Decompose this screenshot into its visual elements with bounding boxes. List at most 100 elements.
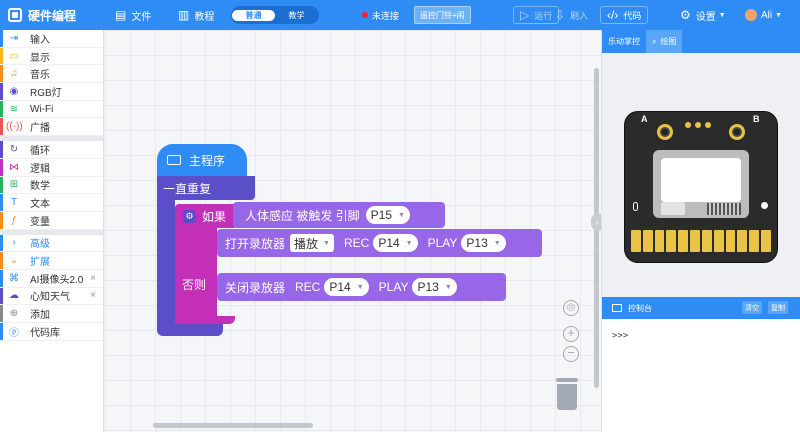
sidebar-item-label: 循环: [30, 145, 50, 157]
category-color-bar: [0, 252, 3, 269]
sidebar-item[interactable]: ⊞数学: [0, 176, 103, 195]
file-menu[interactable]: ▤ 文件: [115, 0, 151, 30]
sidebar-item-label: 高级: [30, 239, 50, 251]
settings-menu[interactable]: ⚙ 设置 ▼: [680, 0, 726, 30]
close-icon[interactable]: ×: [90, 290, 96, 302]
tab-board-label: 乐动掌控: [608, 37, 640, 46]
rec-pin-dropdown[interactable]: P14 ▼: [373, 234, 418, 252]
zoom-in-icon[interactable]: +: [563, 326, 579, 342]
tab-draw-label: 绘图: [660, 37, 677, 46]
run-button[interactable]: ▷ 运行: [513, 6, 560, 24]
tab-board[interactable]: 乐动掌控: [602, 30, 646, 53]
mode-teach-option[interactable]: 教学: [288, 10, 305, 20]
sidebar-item[interactable]: ▭显示: [0, 47, 103, 66]
sidebar-item[interactable]: ((·))广播: [0, 118, 103, 137]
simulator-panel: 乐动掌控 ⌕ 绘图 A B 控制台 清空 复制: [601, 30, 800, 432]
sidebar-item[interactable]: ⋈逻辑: [0, 158, 103, 177]
sidebar-item-label: 扩展: [30, 257, 50, 269]
close-icon[interactable]: ×: [90, 272, 96, 284]
tutorial-menu[interactable]: ▥ 教程: [178, 0, 214, 30]
console-copy-button[interactable]: 复制: [768, 301, 788, 314]
trash-icon[interactable]: [556, 378, 578, 410]
rec-pin-value: P14: [378, 236, 400, 250]
board-image: A B: [624, 111, 778, 263]
play-pin-dropdown[interactable]: P13 ▼: [412, 278, 457, 296]
device-select-button[interactable]: 遥控门铃+闹: [414, 6, 471, 24]
chevron-down-icon: ▼: [493, 239, 501, 247]
user-name: Ali: [761, 9, 773, 21]
sidebar-item[interactable]: ☁ 心知天气 ×: [0, 287, 103, 306]
board-button-b[interactable]: [729, 124, 745, 140]
sidebar-item[interactable]: ◉RGB灯: [0, 83, 103, 101]
horizontal-scrollbar[interactable]: [153, 423, 313, 428]
recorder-mode-value: 播放: [294, 236, 319, 251]
music-icon: ♫: [10, 68, 18, 80]
board-edge-connector: [631, 230, 771, 252]
block-workspace[interactable]: 主程序 一直重复 ⚙ 如果 否则 人体感应 被触发 引脚 P15 ▼ 打开录放器…: [105, 30, 601, 432]
code-button[interactable]: ‹/› 代码: [600, 6, 649, 24]
sensor-pin-dropdown[interactable]: P15 ▼: [365, 206, 410, 224]
app-title: 硬件编程: [28, 8, 77, 23]
connection-status-label: 未连接: [372, 10, 400, 21]
sidebar-item-label: Wi-Fi: [30, 103, 54, 115]
sidebar-item[interactable]: ⊕添加: [0, 305, 103, 323]
console-clear-button[interactable]: 清空: [742, 301, 762, 314]
sidebar-item-label: 音乐: [30, 70, 50, 82]
app-logo-icon: [8, 8, 22, 22]
flash-button[interactable]: ⇩ 刷入: [549, 6, 594, 24]
play-pin-value: P13: [417, 280, 439, 294]
sidebar-item[interactable]: ≋Wi-Fi: [0, 100, 103, 119]
mode-normal-option[interactable]: 普通: [232, 9, 275, 21]
gear-icon[interactable]: ⚙: [183, 209, 196, 223]
category-color-bar: [0, 100, 3, 118]
open-recorder-block[interactable]: 打开录放器 播放 ▼ REC P14 ▼ PLAY P13 ▼: [217, 229, 542, 257]
chevron-down-icon: ▼: [444, 283, 452, 291]
chevron-down-icon: ▼: [718, 11, 726, 19]
category-color-bar: [0, 176, 3, 194]
forever-loop-block[interactable]: 一直重复: [157, 176, 255, 200]
sidebar-item[interactable]: ↻循环: [0, 141, 103, 159]
sidebar-item[interactable]: ›高级: [0, 234, 103, 253]
chevron-down-icon: ▼: [398, 211, 405, 219]
mode-toggle[interactable]: 普通 教学: [231, 6, 319, 24]
close-recorder-label: 关闭录放器: [225, 280, 286, 295]
forever-loop-arm: [157, 200, 175, 324]
category-color-bar: [0, 305, 3, 322]
sidebar-item[interactable]: ⌘AI摄像头2.0×: [0, 269, 103, 288]
recorder-mode-dropdown[interactable]: 播放 ▼: [290, 234, 334, 252]
console-output[interactable]: >>>: [602, 319, 800, 432]
board-label-a: A: [641, 114, 648, 124]
collapse-panel-icon[interactable]: ›: [591, 214, 601, 230]
play-pin-dropdown[interactable]: P13 ▼: [461, 234, 506, 252]
sidebar-item[interactable]: ♫ 音乐: [0, 65, 103, 84]
simulator-tabs: 乐动掌控 ⌕ 绘图: [602, 30, 800, 53]
recenter-icon[interactable]: ◎: [563, 300, 579, 316]
download-icon: ⇩: [555, 8, 566, 22]
sidebar-item[interactable]: ⌄扩展: [0, 252, 103, 270]
add-icon: ⊕: [9, 308, 19, 320]
if-else-block[interactable]: ⚙ 如果: [175, 204, 235, 228]
board-button-a[interactable]: [657, 124, 673, 140]
play-label: PLAY: [427, 236, 458, 250]
zoom-out-icon[interactable]: −: [563, 346, 579, 362]
main-program-label: 主程序: [189, 153, 226, 168]
sidebar-item[interactable]: ⇥输入: [0, 30, 103, 48]
open-recorder-label: 打开录放器: [225, 236, 286, 251]
rec-pin-dropdown[interactable]: P14 ▼: [324, 278, 369, 296]
main-program-block[interactable]: 主程序: [157, 144, 247, 176]
sidebar-item-label: 心知天气: [30, 292, 70, 304]
sidebar-item-label: 显示: [30, 52, 50, 64]
weather-icon: ☁: [9, 290, 19, 302]
chevron-down-icon: ▼: [405, 239, 413, 247]
user-menu[interactable]: Ali ▼: [745, 0, 782, 30]
close-recorder-block[interactable]: 关闭录放器 REC P14 ▼ PLAY P13 ▼: [217, 273, 506, 301]
play-icon: ▷: [520, 8, 530, 22]
rec-label: REC: [343, 236, 370, 250]
motion-sensor-block[interactable]: 人体感应 被触发 引脚 P15 ▼: [233, 202, 445, 228]
play-label: PLAY: [378, 280, 409, 294]
tab-draw[interactable]: ⌕ 绘图: [646, 30, 683, 53]
